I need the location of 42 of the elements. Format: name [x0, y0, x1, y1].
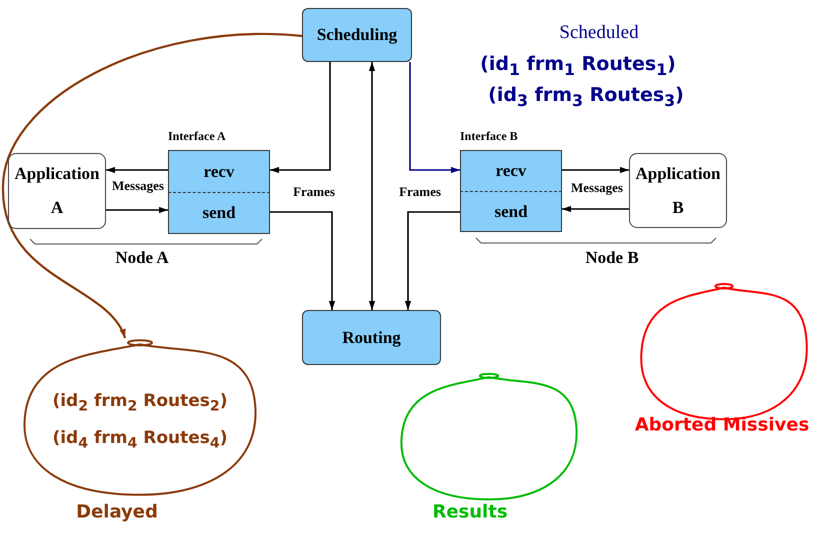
set-name: Delayed [76, 502, 158, 522]
interface-section [460, 191, 562, 232]
node-label: Application A [13, 163, 101, 219]
connector-arrow [270, 62, 331, 174]
connector-arrow [2, 32, 302, 338]
application-box [8, 153, 106, 229]
group-label: Node B [585, 248, 639, 268]
flow-label: Messages [571, 180, 623, 196]
connector-arrow [404, 211, 460, 310]
process-box [302, 8, 412, 62]
process-box [302, 310, 441, 365]
interface-section [460, 150, 562, 191]
node-label: recv [496, 161, 526, 181]
group-label: Node A [115, 248, 169, 268]
flow-label: Frames [399, 184, 441, 200]
connector-arrow [409, 62, 460, 174]
tuple-text: (id$_{2}$ frm$_{2}$ Routes$_{2}$) [52, 390, 228, 414]
node-label: Application B [634, 162, 722, 218]
set-name: Scheduled [559, 22, 639, 44]
interface-heading: Interface A [168, 129, 226, 144]
set-name: Results [432, 502, 508, 522]
connector-arrow [368, 62, 376, 310]
tuple-text: (id$_{4}$ frm$_{4}$ Routes$_{4}$) [52, 428, 228, 452]
connector-arrow [562, 206, 629, 212]
flow-label: Frames [293, 184, 335, 200]
node-label: send [202, 203, 236, 223]
node-label: Routing [342, 328, 401, 348]
connector-arrow [106, 206, 168, 214]
node-label: send [494, 202, 528, 222]
node-label: Scheduling [316, 25, 398, 45]
tuple-text: (id$_{1}$ frm$_{1}$ Routes$_{1}$) [480, 53, 676, 79]
interface-section [168, 150, 270, 192]
connector-arrow [270, 211, 336, 310]
application-box [629, 153, 727, 228]
connector-arrow [562, 166, 629, 174]
interface-heading: Interface B [460, 129, 518, 144]
node-label: recv [204, 162, 234, 182]
tuple-text: (id$_{3}$ frm$_{3}$ Routes$_{3}$) [488, 84, 684, 110]
flow-label: Messages [112, 178, 164, 194]
set-name: Aborted Missives [634, 414, 810, 436]
connector-arrow [106, 166, 168, 174]
interface-section [168, 192, 270, 234]
